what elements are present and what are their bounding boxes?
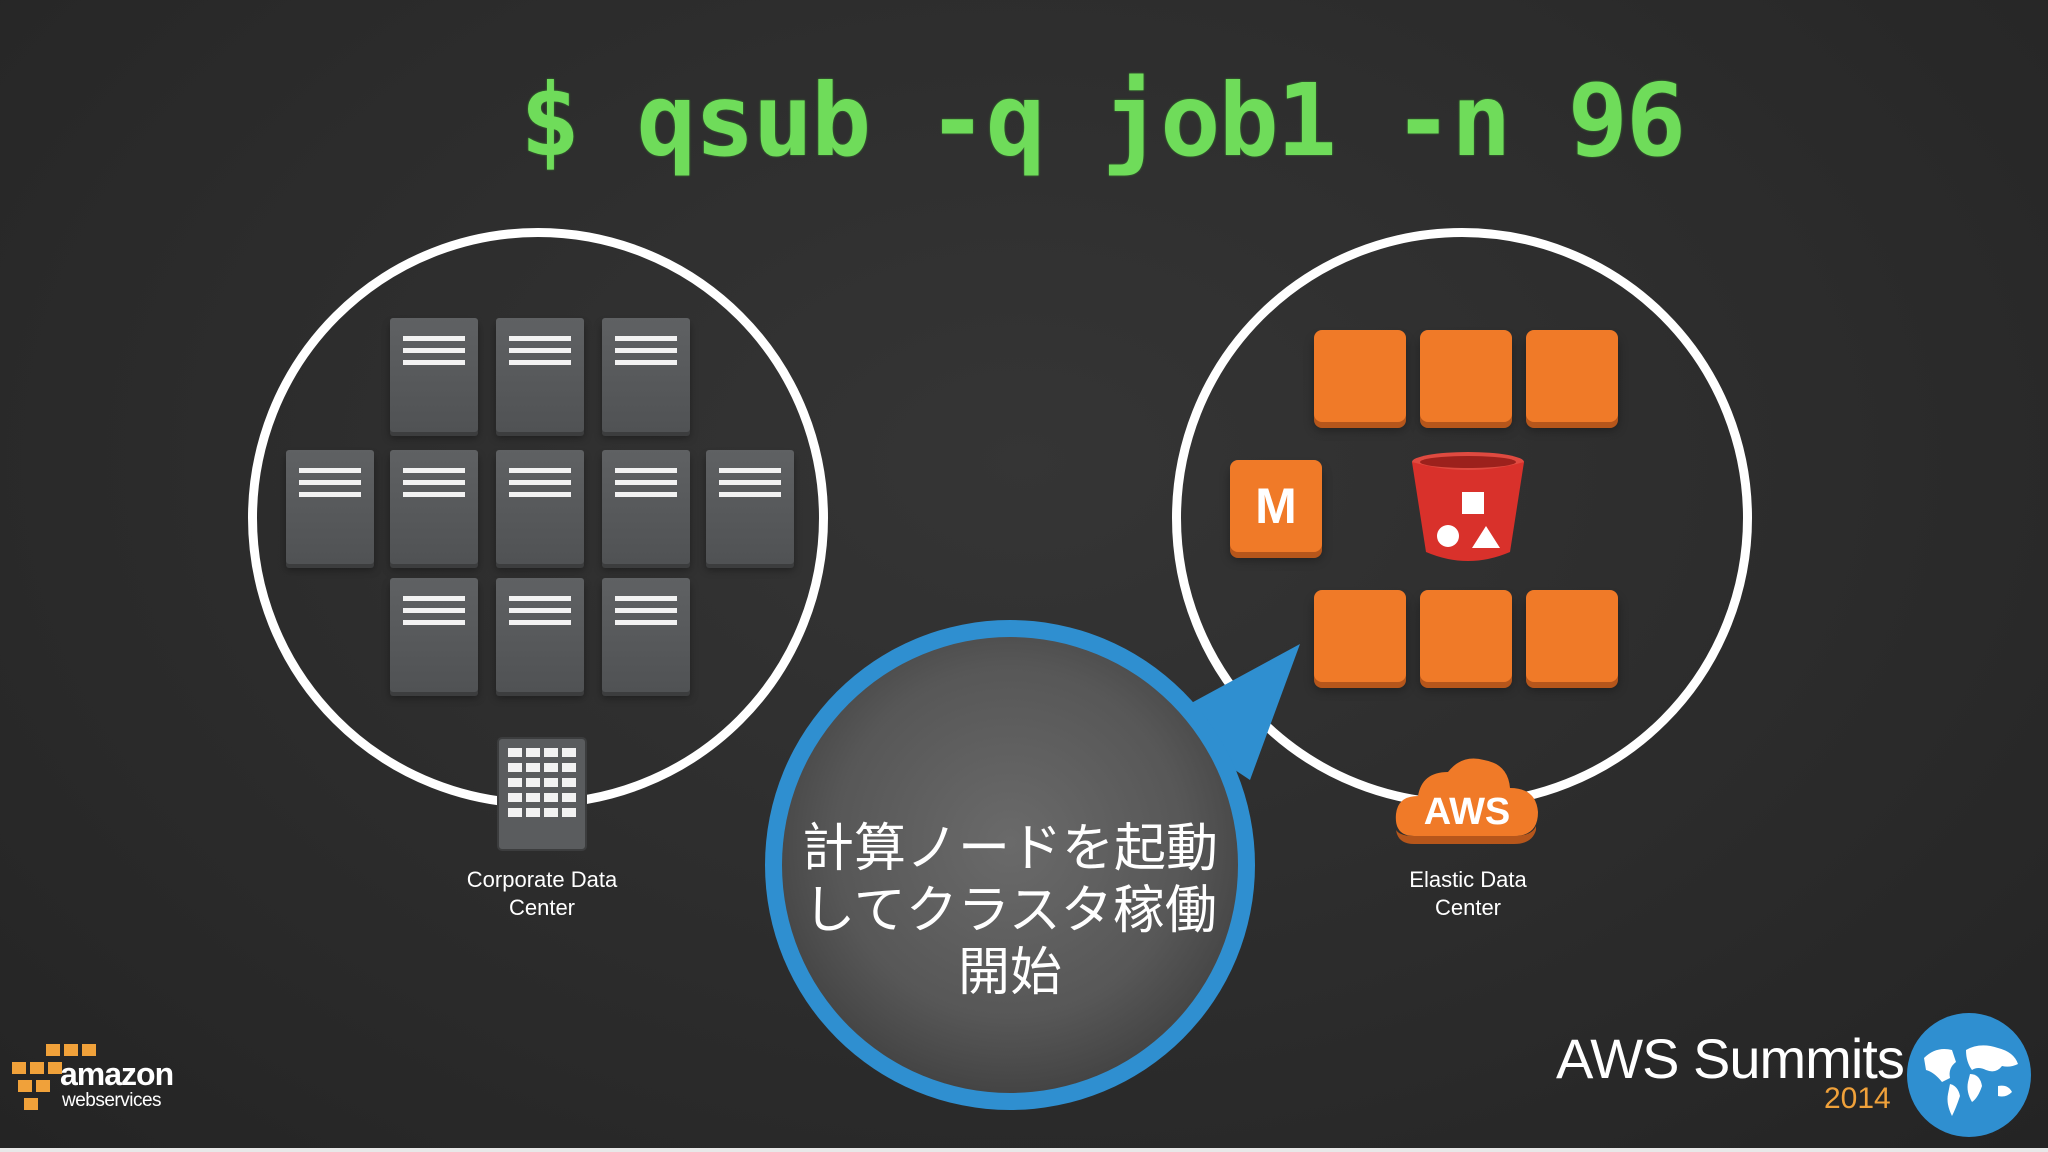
summit-year: 2014 <box>1824 1082 1891 1115</box>
server-line <box>403 492 465 497</box>
server-icon <box>602 578 690 692</box>
corporate-datacenter-caption: Corporate Data Center <box>392 866 692 922</box>
server-line <box>615 608 677 613</box>
server-line <box>719 492 781 497</box>
server-icon <box>390 318 478 432</box>
server-line <box>719 480 781 485</box>
building-icon <box>497 737 587 851</box>
amazon-cubes-logo <box>12 1044 96 1110</box>
server-icon <box>602 318 690 432</box>
callout-line: 計算ノードを起動 <box>801 819 1218 879</box>
elastic-datacenter-caption: Elastic Data Center <box>1318 866 1618 922</box>
compute-node <box>1420 590 1512 682</box>
server-icon <box>390 450 478 564</box>
caption-line: Center <box>508 895 576 920</box>
server-icon <box>496 318 584 432</box>
server-line <box>403 360 465 365</box>
server-line <box>509 596 571 601</box>
server-line <box>615 336 677 341</box>
s3-bucket-icon <box>1412 452 1524 561</box>
master-node: M <box>1230 460 1322 552</box>
server-line <box>615 596 677 601</box>
server-line <box>615 348 677 353</box>
compute-node <box>1420 330 1512 422</box>
server-line <box>509 348 571 353</box>
compute-node <box>1526 330 1618 422</box>
server-line <box>509 468 571 473</box>
caption-line: Corporate Data <box>466 867 618 892</box>
command-title: $ qsub -q job1 -n 96 <box>520 62 1686 179</box>
server-line <box>403 336 465 341</box>
server-line <box>615 492 677 497</box>
server-icon <box>286 450 374 564</box>
callout-text: 計算ノードを起動 してクラスタ稼働 開始 <box>790 818 1230 1004</box>
callout-bubble <box>765 620 1300 1110</box>
server-icon <box>496 450 584 564</box>
compute-node <box>1314 330 1406 422</box>
server-line <box>403 608 465 613</box>
server-line <box>403 596 465 601</box>
server-line <box>299 492 361 497</box>
server-line <box>403 468 465 473</box>
compute-node <box>1526 590 1618 682</box>
aws-cloud-icon: AWS <box>1395 758 1538 844</box>
server-icon <box>496 578 584 692</box>
server-icon <box>602 450 690 564</box>
server-line <box>615 468 677 473</box>
server-line <box>403 480 465 485</box>
server-line <box>403 620 465 625</box>
callout-line: 開始 <box>957 943 1062 1003</box>
server-line <box>615 480 677 485</box>
server-icon <box>706 450 794 564</box>
server-line <box>615 620 677 625</box>
server-line <box>509 336 571 341</box>
caption-line: Elastic Data <box>1409 867 1527 892</box>
server-line <box>509 360 571 365</box>
server-line <box>403 348 465 353</box>
server-line <box>509 492 571 497</box>
summit-title: AWS Summits <box>1556 1027 1905 1090</box>
server-line <box>299 468 361 473</box>
amazon-subtitle: webservices <box>62 1090 162 1111</box>
server-line <box>509 620 571 625</box>
caption-line: Center <box>1434 895 1502 920</box>
server-line <box>615 360 677 365</box>
aws-cloud-label: AWS <box>1424 791 1511 833</box>
globe-icon <box>1907 1013 2031 1137</box>
compute-node <box>1314 590 1406 682</box>
server-line <box>719 468 781 473</box>
server-line <box>299 480 361 485</box>
callout-line: してクラスタ稼働 <box>803 881 1217 941</box>
server-line <box>509 608 571 613</box>
server-icon <box>390 578 478 692</box>
server-line <box>509 480 571 485</box>
amazon-wordmark: amazon <box>60 1056 174 1092</box>
